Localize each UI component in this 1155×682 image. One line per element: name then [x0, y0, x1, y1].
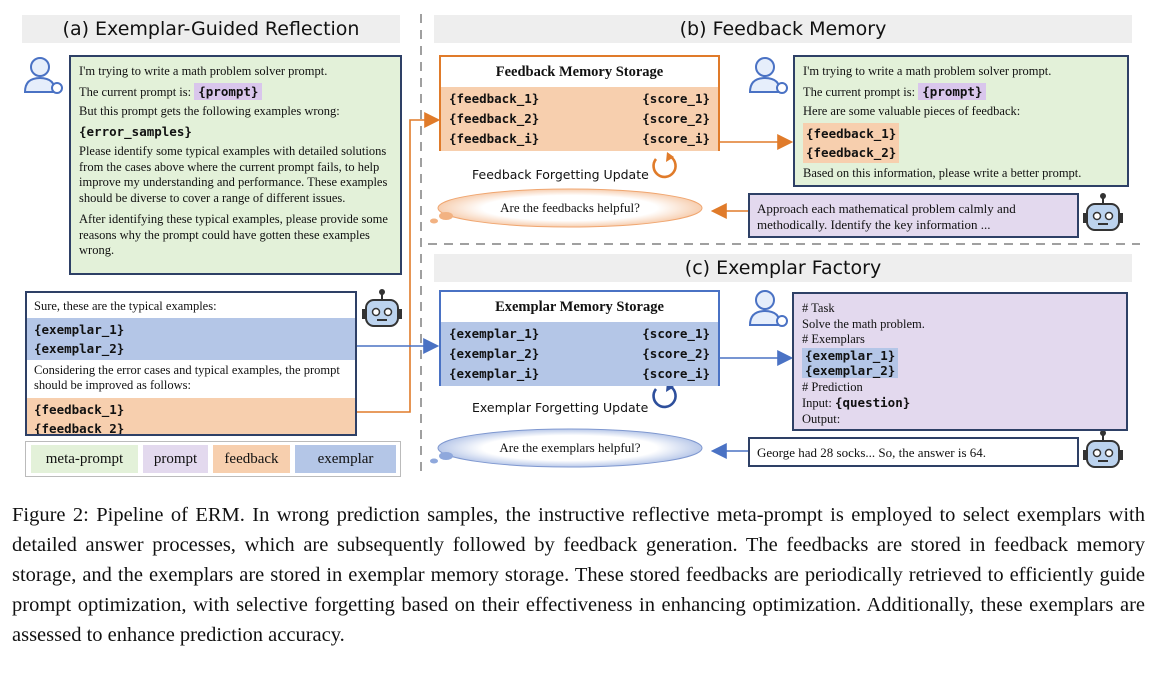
robot-icon — [1083, 193, 1123, 231]
storage-row: {feedback_1} {score_1} — [449, 89, 710, 109]
legend-feedback: feedback — [213, 445, 290, 473]
feedback-to-storage-arrow — [357, 112, 441, 413]
feedback-token: {feedback_2} — [34, 420, 125, 436]
current-prompt-line: The current prompt is: {prompt} — [79, 82, 392, 101]
user-icon — [748, 57, 788, 94]
feedback-key: {feedback_2} — [449, 111, 540, 126]
prediction-output-text: George had 28 socks... So, the answer is… — [757, 445, 987, 460]
exemplar-update-label: Exemplar Forgetting Update — [472, 400, 649, 415]
section-title-b: (b) Feedback Memory — [434, 15, 1132, 43]
reflection-response: Sure, these are the typical examples: {e… — [25, 291, 357, 436]
exemplar-key: {exemplar_2} — [449, 346, 540, 361]
prediction-header: # Prediction — [802, 379, 863, 394]
storage-row: {exemplar_i} {score_i} — [449, 364, 710, 384]
figure-caption: Figure 2: Pipeline of ERM. In wrong pred… — [12, 504, 1145, 646]
meta-prompt-paragraph: After identifying these typical examples… — [79, 212, 388, 257]
storage-row: {feedback_i} {score_i} — [449, 129, 710, 149]
task-text: Solve the math problem. — [802, 316, 925, 331]
storage-row: {exemplar_1} {score_1} — [449, 324, 710, 344]
response-line: Considering the error cases and typical … — [34, 362, 340, 393]
exemplar-token: {exemplar_1} — [805, 347, 896, 363]
meta-prompt-paragraph: Please identify some typical examples wi… — [79, 144, 388, 205]
exemplar-score: {score_2} — [642, 346, 710, 361]
exemplar-rows: {exemplar_1} {score_1} {exemplar_2} {sco… — [441, 322, 718, 386]
meta-prompt-line: Here are some valuable pieces of feedbac… — [803, 104, 1021, 118]
exemplar-token: {exemplar_2} — [805, 362, 896, 378]
optimized-prompt-text: Approach each mathematical problem calml… — [757, 201, 1016, 232]
refresh-cycle-icon — [652, 152, 677, 179]
meta-prompt-reflection: I'm trying to write a math problem solve… — [69, 55, 402, 275]
feedback-rows: {feedback_1} {score_1} {feedback_2} {sco… — [441, 87, 718, 151]
current-prompt-line: The current prompt is: {prompt} — [803, 82, 1119, 101]
diagram-canvas — [23, 14, 1140, 478]
output-label: Output: — [802, 411, 841, 426]
feedback-memory-storage: Feedback Memory Storage {feedback_1} {sc… — [439, 55, 720, 151]
exemplar-score: {score_i} — [642, 366, 710, 381]
current-prompt-label: The current prompt is: — [803, 84, 916, 99]
feedback-key: {feedback_1} — [449, 91, 540, 106]
error-samples-token: {error_samples} — [79, 123, 192, 139]
legend-meta-prompt: meta-prompt — [31, 445, 138, 473]
storage-title: Feedback Memory Storage — [495, 64, 664, 80]
storage-row: {feedback_2} {score_2} — [449, 109, 710, 129]
legend-exemplar: exemplar — [295, 445, 396, 473]
exemplar-token: {exemplar_1} — [34, 321, 125, 337]
meta-prompt-line: Based on this information, please write … — [803, 165, 1082, 180]
exemplar-token: {exemplar_2} — [34, 340, 125, 356]
current-prompt-label: The current prompt is: — [79, 84, 192, 99]
exemplar-block: {exemplar_1} {exemplar_2} — [27, 317, 355, 360]
thought-cloud-icon — [430, 188, 703, 228]
feedback-score: {score_1} — [642, 91, 710, 106]
section-title-a: (a) Exemplar-Guided Reflection — [22, 15, 400, 43]
feedback-block: {feedback_1} {feedback_2} — [27, 397, 355, 436]
exemplar-memory-storage: Exemplar Memory Storage {exemplar_1} {sc… — [439, 290, 720, 386]
exemplar-key: {exemplar_i} — [449, 366, 540, 381]
thought-cloud-icon — [430, 428, 703, 468]
feedback-update-label: Feedback Forgetting Update — [472, 167, 649, 182]
exemplar-cloud-text: Are the exemplars helpful? — [499, 440, 641, 455]
input-label: Input: — [802, 396, 832, 410]
feedback-block: {feedback_1} {feedback_2} — [803, 122, 900, 163]
input-line: Input: {question} — [802, 395, 1118, 412]
robot-icon — [362, 289, 402, 327]
meta-prompt-line: I'm trying to write a math problem solve… — [79, 64, 328, 78]
meta-prompt-line: But this prompt gets the following examp… — [79, 104, 340, 118]
feedback-key: {feedback_i} — [449, 131, 540, 146]
user-icon — [748, 290, 788, 327]
user-icon — [23, 57, 63, 94]
response-line: Sure, these are the typical examples: — [34, 299, 217, 313]
exemplar-block: {exemplar_1} {exemplar_2} — [802, 347, 899, 378]
task-prompt: # Task Solve the math problem. # Exempla… — [792, 292, 1128, 431]
robot-icon — [1083, 430, 1123, 468]
meta-prompt-optimization: I'm trying to write a math problem solve… — [793, 55, 1129, 187]
section-title-c: (c) Exemplar Factory — [434, 254, 1132, 282]
prediction-output: George had 28 socks... So, the answer is… — [748, 437, 1079, 467]
storage-title: Exemplar Memory Storage — [495, 299, 664, 315]
feedback-cloud-text: Are the feedbacks helpful? — [500, 200, 640, 215]
feedback-score: {score_i} — [642, 131, 710, 146]
storage-row: {exemplar_2} {score_2} — [449, 344, 710, 364]
exemplar-score: {score_1} — [642, 326, 710, 341]
feedback-token: {feedback_2} — [806, 144, 897, 160]
prompt-token: {prompt} — [194, 82, 263, 100]
task-header: # Task — [802, 301, 835, 315]
exemplar-key: {exemplar_1} — [449, 326, 540, 341]
prompt-token: {prompt} — [918, 82, 987, 100]
feedback-token: {feedback_1} — [806, 125, 897, 141]
legend-prompt: prompt — [143, 445, 208, 473]
feedback-score: {score_2} — [642, 111, 710, 126]
meta-prompt-line: I'm trying to write a math problem solve… — [803, 64, 1052, 78]
feedback-token: {feedback_1} — [34, 401, 125, 417]
question-token: {question} — [834, 395, 911, 410]
optimized-prompt: Approach each mathematical problem calml… — [748, 193, 1079, 238]
exemplars-header: # Exemplars — [802, 332, 865, 346]
